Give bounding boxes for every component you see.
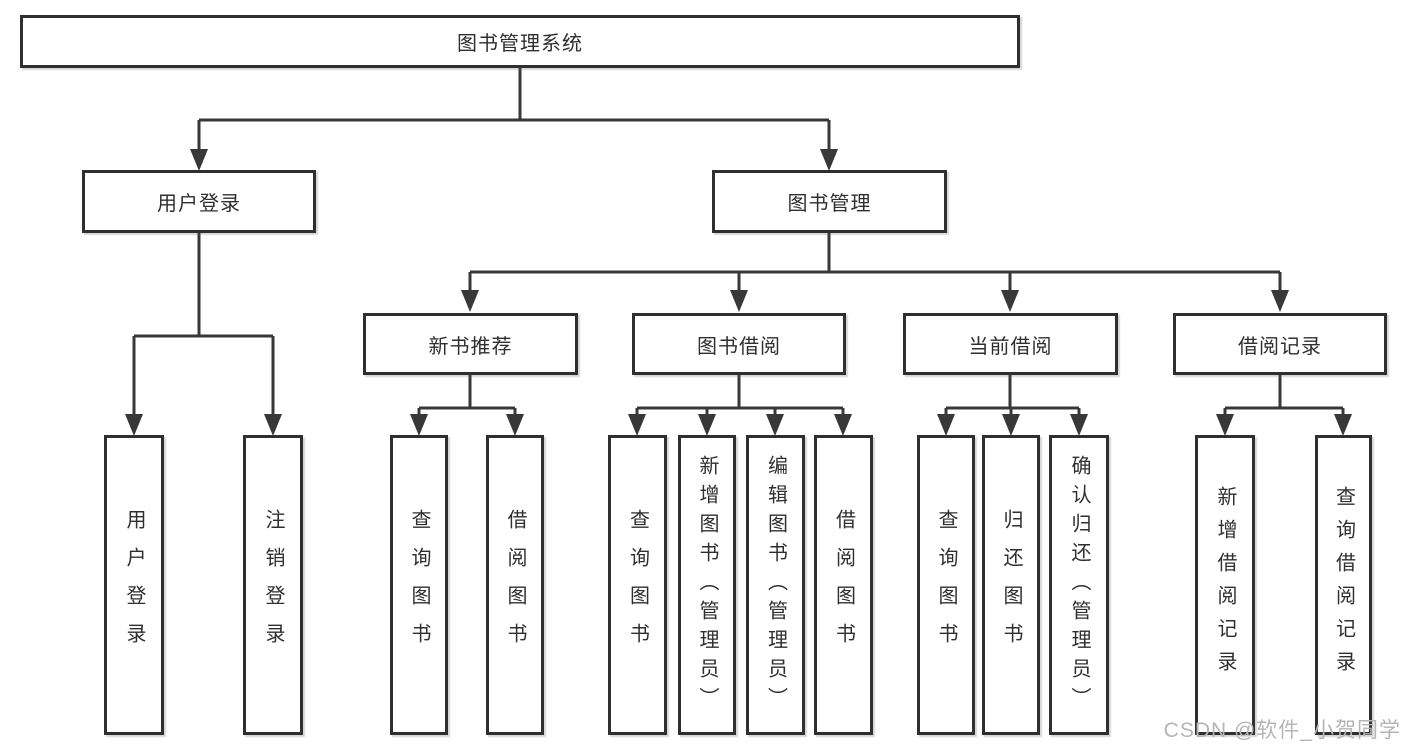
node-current-borrow-label: 当前借阅	[968, 335, 1053, 358]
leaf-logout: 注销登录	[243, 435, 303, 735]
leaf-user-login: 用户登录	[104, 435, 164, 735]
leaf-edit-books-admin: 编辑图书（管理员）	[746, 435, 805, 735]
leaf-query-books-3: 查询图书	[917, 435, 975, 735]
node-user-login: 用户登录	[82, 170, 316, 233]
connector-lines	[132, 68, 1345, 416]
node-book-management-label: 图书管理	[787, 193, 872, 215]
node-root: 图书管理系统	[20, 15, 1020, 68]
node-book-management: 图书管理	[712, 170, 947, 233]
leaf-return-books: 归还图书	[982, 435, 1040, 735]
leaf-query-books-3-label: 查询图书	[935, 509, 957, 661]
leaf-add-books-admin-label: 新增图书（管理员）	[696, 454, 718, 716]
leaf-query-books-2: 查询图书	[608, 435, 667, 735]
node-new-book-recommend-label: 新书推荐	[428, 335, 513, 358]
arrow-heads	[125, 149, 1352, 436]
leaf-user-login-label: 用户登录	[123, 509, 145, 661]
leaf-query-books-1: 查询图书	[390, 435, 448, 735]
leaf-edit-books-admin-label: 编辑图书（管理员）	[764, 454, 787, 716]
leaf-confirm-return-admin: 确认归还（管理员）	[1049, 435, 1109, 735]
node-borrow-records: 借阅记录	[1173, 313, 1387, 375]
leaf-add-books-admin: 新增图书（管理员）	[678, 435, 736, 735]
node-book-borrow: 图书借阅	[632, 313, 846, 375]
leaf-return-books-label: 归还图书	[1000, 509, 1022, 661]
leaf-borrow-books-2: 借阅图书	[814, 435, 873, 735]
leaf-borrow-books-1: 借阅图书	[486, 435, 544, 735]
leaf-query-books-2-label: 查询图书	[626, 509, 649, 661]
leaf-query-borrow-record: 查询借阅记录	[1315, 435, 1372, 735]
node-new-book-recommend: 新书推荐	[363, 313, 578, 375]
leaf-borrow-books-1-label: 借阅图书	[504, 509, 526, 661]
node-book-borrow-label: 图书借阅	[697, 335, 781, 358]
node-current-borrow: 当前借阅	[903, 313, 1118, 375]
leaf-logout-label: 注销登录	[262, 509, 284, 661]
leaf-query-books-1-label: 查询图书	[408, 509, 430, 661]
leaf-query-borrow-record-label: 查询借阅记录	[1332, 486, 1355, 684]
leaf-add-borrow-record: 新增借阅记录	[1195, 435, 1255, 735]
leaf-confirm-return-admin-label: 确认归还（管理员）	[1068, 454, 1090, 716]
node-root-label: 图书管理系统	[457, 33, 583, 55]
leaf-add-borrow-record-label: 新增借阅记录	[1214, 486, 1236, 684]
node-borrow-records-label: 借阅记录	[1238, 335, 1322, 358]
leaf-borrow-books-2-label: 借阅图书	[832, 509, 855, 661]
node-user-login-label: 用户登录	[157, 193, 241, 215]
csdn-watermark: CSDN @软件_小贺同学	[1163, 719, 1401, 742]
